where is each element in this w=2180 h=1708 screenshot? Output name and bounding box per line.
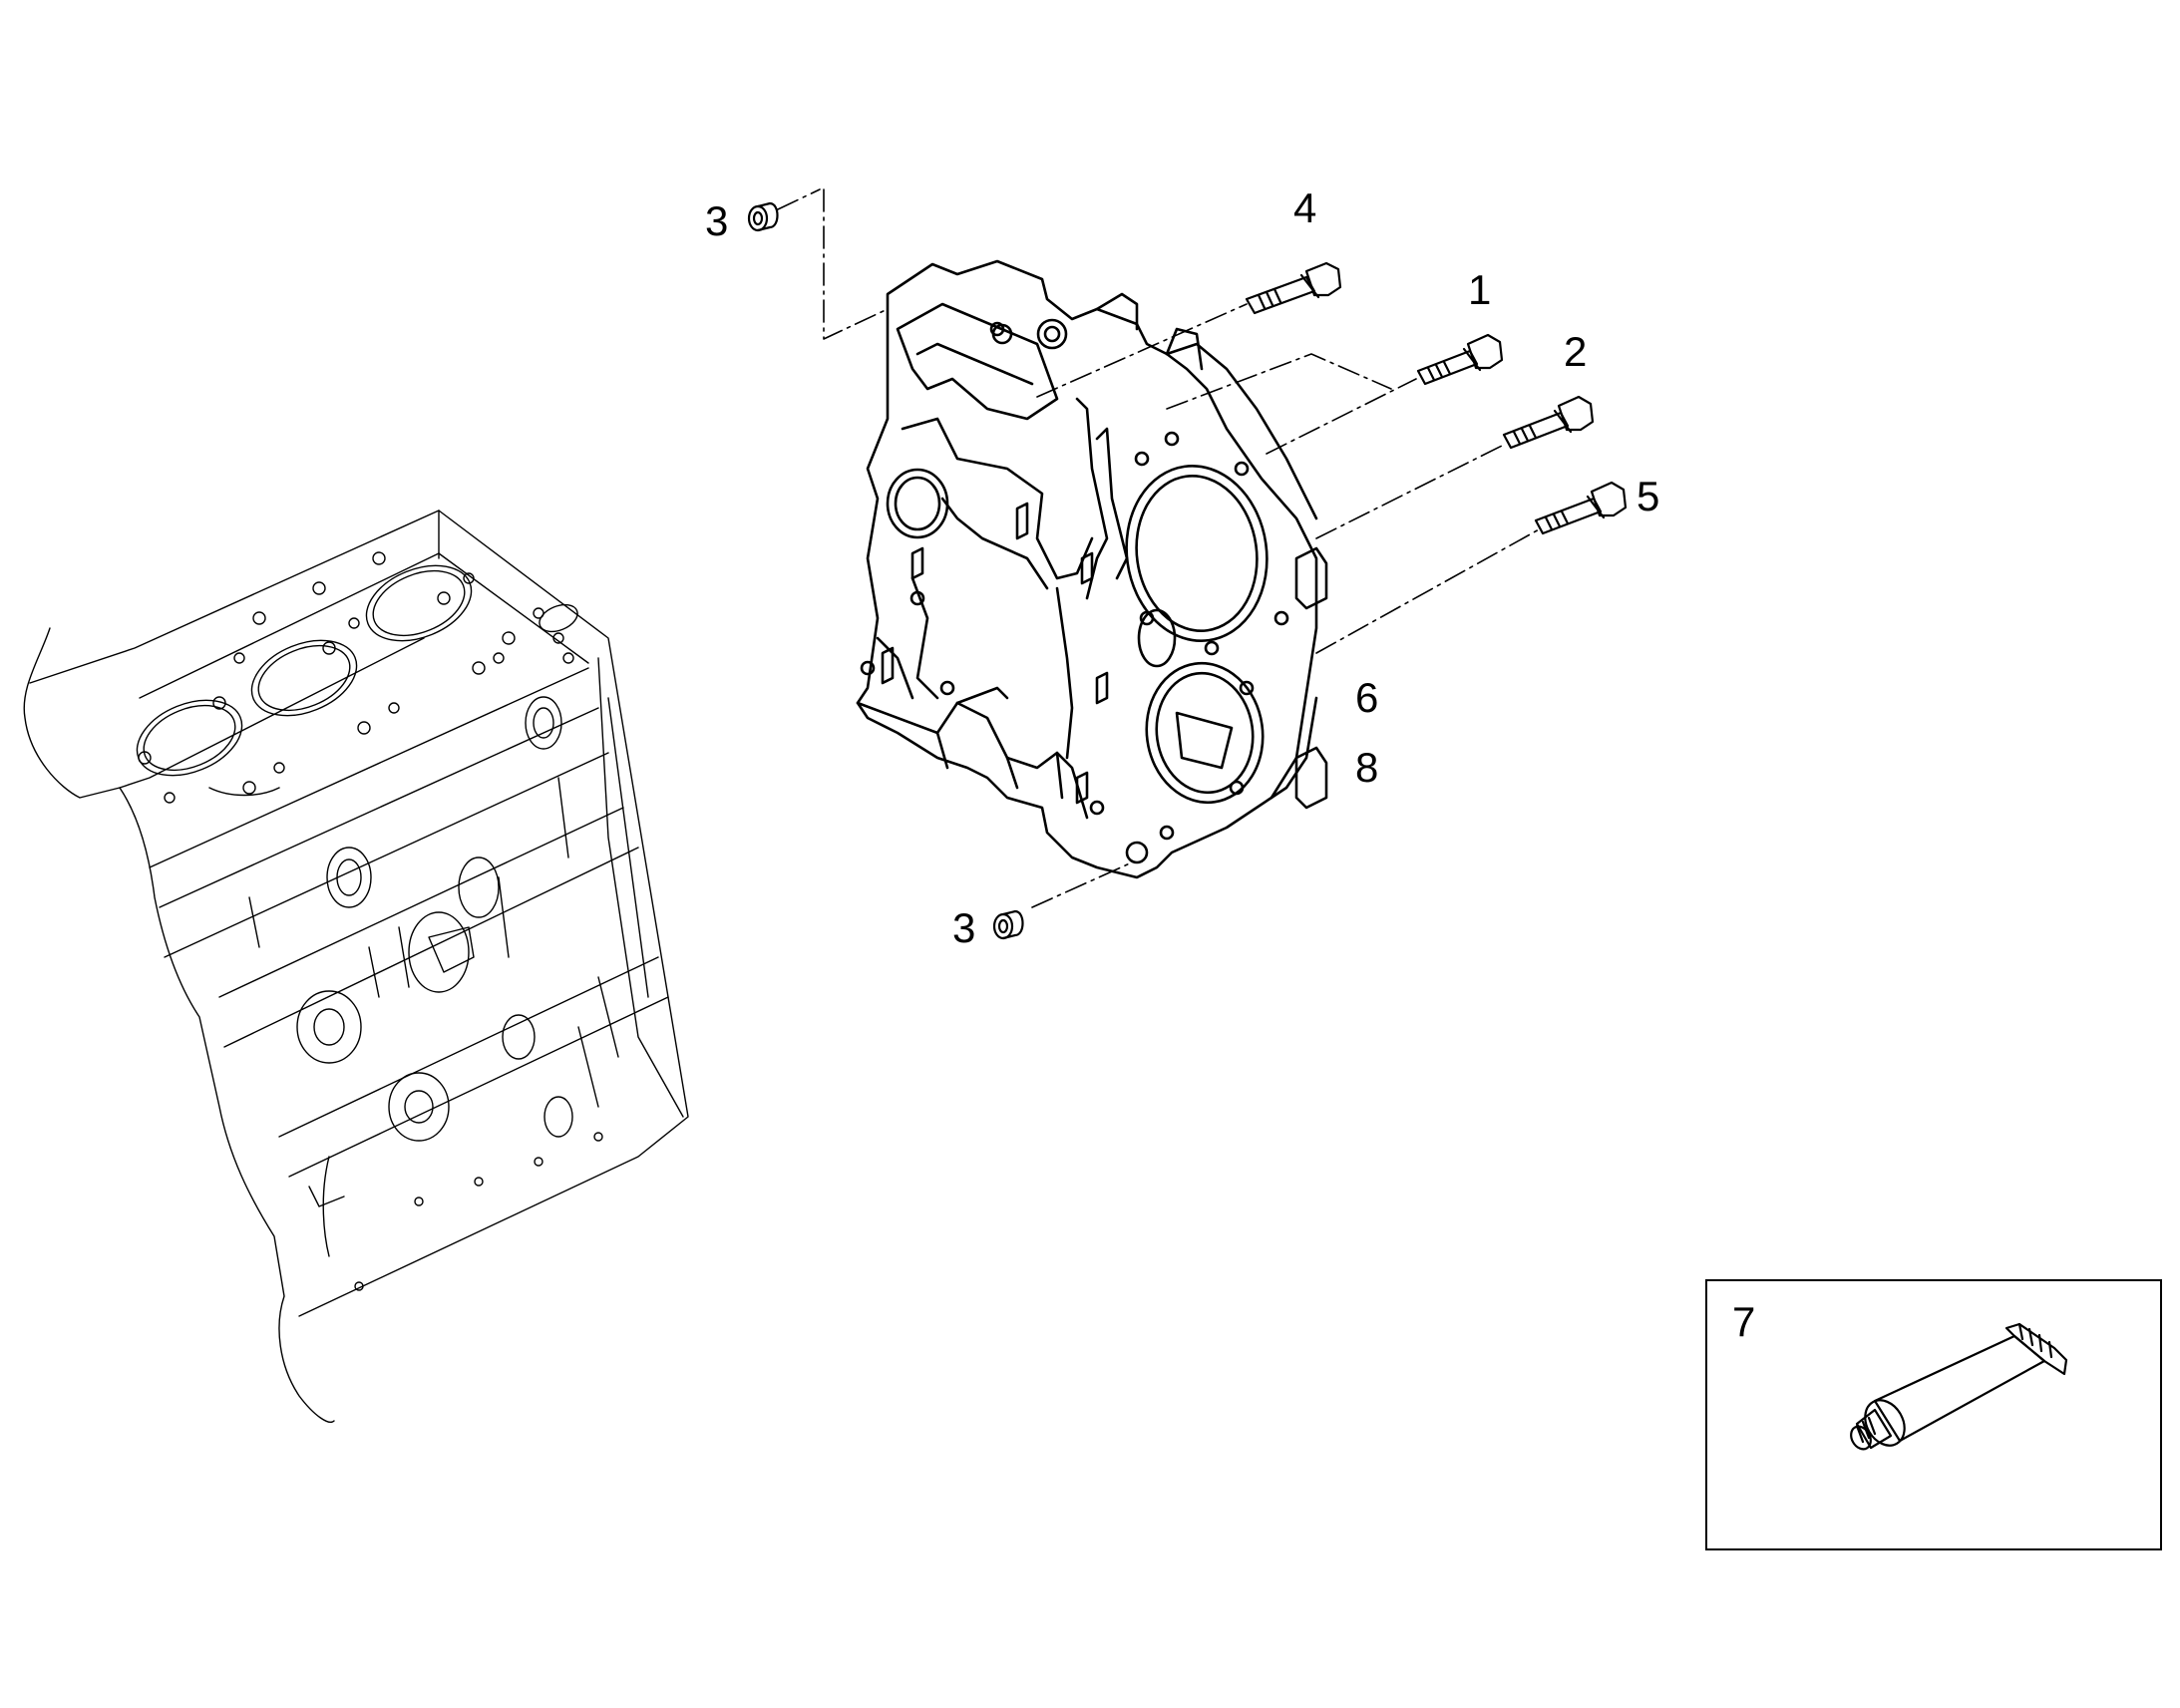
engine-block-icon xyxy=(23,510,689,1423)
callout-3-bottom[interactable]: 3 xyxy=(952,904,976,951)
bolt-icon xyxy=(1416,333,1504,386)
callout-2[interactable]: 2 xyxy=(1564,328,1588,375)
bolt-icon xyxy=(1502,395,1595,450)
gear-housing-plate-icon xyxy=(856,259,1328,879)
dowel-bushing-icon xyxy=(747,201,779,232)
bolt-icon xyxy=(1534,481,1628,535)
callout-5[interactable]: 5 xyxy=(1636,473,1660,519)
inset-frame xyxy=(1705,1279,2162,1550)
bolt-icon xyxy=(1245,261,1342,315)
leader-lines xyxy=(777,188,1542,908)
callout-8[interactable]: 8 xyxy=(1355,744,1379,791)
sealant-tube-icon xyxy=(1850,1322,2068,1451)
callout-1[interactable]: 1 xyxy=(1468,266,1492,313)
callout-7[interactable]: 7 xyxy=(1732,1298,1756,1345)
dowel-bushing-icon xyxy=(992,909,1024,940)
callout-4[interactable]: 4 xyxy=(1293,184,1317,231)
callout-6[interactable]: 6 xyxy=(1355,674,1379,721)
callout-3-top[interactable]: 3 xyxy=(705,197,729,244)
